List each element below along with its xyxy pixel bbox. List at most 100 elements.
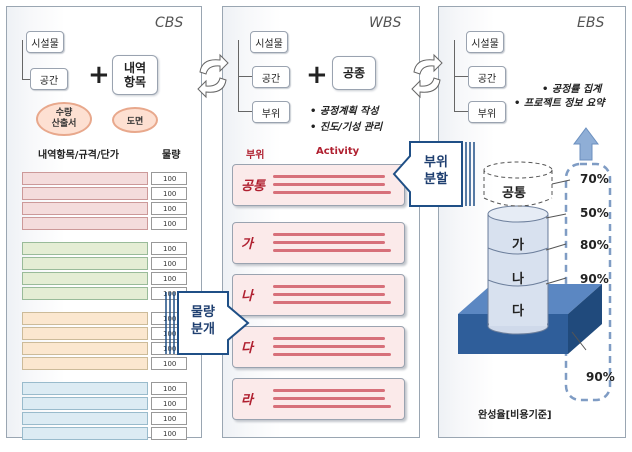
wbs-title: WBS [369, 15, 402, 31]
cycle-arrow-bottom-icon [197, 77, 227, 99]
table-row: 100 [22, 427, 190, 441]
ebs-up-arrow-icon [573, 127, 599, 161]
cbs-col-item: 내역항목/규격/단가 [38, 150, 119, 161]
table-cell-item [22, 342, 148, 355]
wbs-activity-bar [273, 285, 385, 288]
wbs-note1: • 공정계획 작성 [310, 106, 379, 117]
wbs-row: 나 [232, 274, 405, 316]
wbs-row: 다 [232, 326, 405, 368]
table-cell-item [22, 327, 148, 340]
cbs-item-line2: 항목 [123, 75, 147, 89]
table-row: 100 [22, 272, 190, 286]
part-split-label: 부위 분할 [414, 154, 458, 188]
wbs-note2: • 진도/기성 관리 [310, 122, 383, 133]
table-row: 100 [22, 357, 190, 371]
wbs-activity-bar [273, 233, 385, 236]
table-row: 100 [22, 412, 190, 426]
qty-split-line1: 물량 [191, 305, 215, 320]
ebs-dashed-bracket [564, 162, 612, 402]
table-cell-qty: 100 [151, 272, 187, 285]
wbs-activity-bar [273, 353, 391, 356]
table-cell-qty: 100 [151, 172, 187, 185]
ebs-bracket-mid [454, 76, 468, 77]
ebs-title: EBS [577, 15, 605, 31]
cbs-qty-calc-line2: 산출서 [51, 119, 77, 129]
cycle-arrow-bottom-icon-2 [411, 77, 441, 99]
wbs-activity-bar [273, 241, 385, 244]
wbs-worktype-box: 공종 [332, 56, 376, 90]
ebs-part-box: 부위 [468, 101, 506, 123]
table-row: 100 [22, 397, 190, 411]
ebs-footer: 완성율[비용기준] [478, 410, 552, 421]
table-cell-item [22, 202, 148, 215]
table-row: 100 [22, 202, 190, 216]
wbs-activity-bar [273, 183, 385, 186]
table-cell-qty: 100 [151, 217, 187, 230]
table-row: 100 [22, 382, 190, 396]
table-cell-item [22, 272, 148, 285]
cbs-title: CBS [155, 15, 184, 31]
wbs-activity-bar [273, 389, 385, 392]
wbs-activity-bar [273, 397, 385, 400]
wbs-activity-bar [273, 249, 391, 252]
table-cell-qty: 100 [151, 257, 187, 270]
wbs-row: 공통 [232, 164, 405, 206]
cbs-qty-calc-line1: 수량 [55, 108, 73, 118]
table-cell-qty: 100 [151, 397, 187, 410]
cbs-facility-box: 시설물 [26, 31, 64, 53]
qty-split-line2: 분개 [191, 322, 215, 337]
table-cell-qty: 100 [151, 202, 187, 215]
wbs-activity-bar [273, 191, 391, 194]
part-split-line2: 분할 [424, 172, 448, 187]
wbs-facility-box: 시설물 [250, 31, 288, 53]
table-cell-item [22, 357, 148, 370]
table-row: 100 [22, 217, 190, 231]
wbs-row-label: 다 [241, 341, 253, 356]
cbs-space-box: 공간 [30, 68, 68, 90]
cbs-plus-icon: + [88, 60, 110, 90]
table-cell-item [22, 257, 148, 270]
table-row: 100 [22, 242, 190, 256]
qty-split-arrow [165, 291, 250, 355]
cbs-drawing-oval: 도면 [112, 107, 158, 133]
table-row: 100 [22, 172, 190, 186]
table-cell-item [22, 287, 148, 300]
wbs-plus-icon: + [306, 60, 328, 90]
ebs-pct-da: 90% [580, 272, 609, 286]
ebs-pct-ra: 90% [586, 370, 615, 384]
table-cell-item [22, 427, 148, 440]
wbs-row: 가 [232, 222, 405, 264]
cbs-bracket [22, 40, 36, 80]
table-cell-qty: 100 [151, 242, 187, 255]
wbs-activity-bar [273, 301, 391, 304]
cycle-arrows-right [411, 53, 443, 99]
table-cell-qty: 100 [151, 357, 187, 370]
wbs-row: 라 [232, 378, 405, 420]
table-cell-item [22, 397, 148, 410]
cycle-arrows-left [197, 53, 229, 99]
ebs-facility-box: 시설물 [466, 31, 504, 53]
ebs-space-box: 공간 [468, 66, 506, 88]
table-cell-item [22, 242, 148, 255]
wbs-row-label: 가 [241, 237, 253, 252]
qty-split-label: 물량 분개 [180, 304, 226, 338]
table-row: 100 [22, 257, 190, 271]
table-row: 100 [22, 187, 190, 201]
cbs-col-qty: 물량 [162, 150, 181, 161]
wbs-row-label: 나 [241, 289, 253, 304]
cbs-qty-calc-oval: 수량 산출서 [36, 102, 92, 136]
wbs-activity-bar [273, 337, 385, 340]
wbs-row-label: 공통 [241, 179, 265, 194]
ebs-ga-label: 가 [512, 238, 524, 253]
ebs-pct-ga: 50% [580, 206, 609, 220]
wbs-activity-bar [273, 293, 385, 296]
ebs-note1: • 공정률 집계 [542, 84, 602, 95]
table-cell-item [22, 312, 148, 325]
part-split-arrow [392, 141, 475, 207]
ebs-pct-common: 70% [580, 172, 609, 186]
wbs-row-label: 라 [241, 393, 253, 408]
table-cell-qty: 100 [151, 427, 187, 440]
